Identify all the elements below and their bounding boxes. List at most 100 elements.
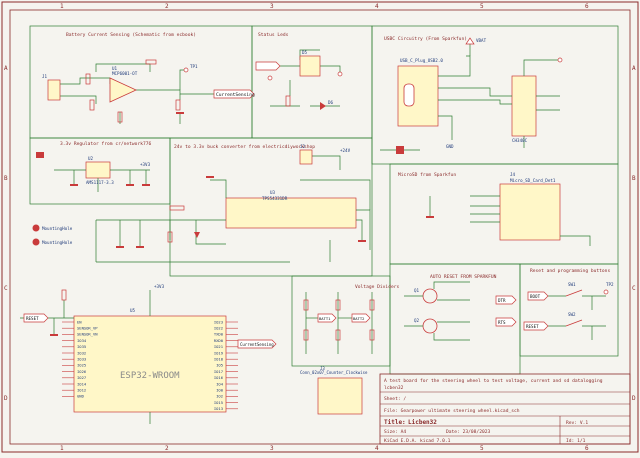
button-labels: SW1 SW2 TP2 BOOT RESET xyxy=(526,282,614,329)
connector-j2-body xyxy=(299,149,313,165)
transistor-q2-icon xyxy=(422,318,438,334)
test-point-tp1-icon xyxy=(183,67,189,73)
esp32-module-body xyxy=(73,315,227,413)
section-buttons-box xyxy=(519,263,619,357)
wire xyxy=(95,63,151,72)
wire xyxy=(438,87,512,97)
wire xyxy=(438,115,453,140)
frame-row-label: D xyxy=(632,395,636,402)
buck-ic-part: TPS54331DR xyxy=(262,196,288,201)
current-sensing-label: CurrentSensing xyxy=(216,92,255,98)
title-block-rev: Rev: V.1 xyxy=(566,420,588,426)
title-block-title: Licben32 xyxy=(408,419,437,426)
capacitor xyxy=(50,334,58,336)
mounting-hole-icon xyxy=(32,224,40,232)
frame-col-label: 3 xyxy=(270,3,274,10)
section-title-status: Status Leds xyxy=(258,32,289,38)
frame-row-label: C xyxy=(632,285,636,292)
connector-j3-ref: J3 xyxy=(320,366,325,371)
p24v-label: +24V xyxy=(340,148,351,153)
capacitor xyxy=(142,184,150,186)
resistor xyxy=(167,231,173,243)
section-boxes xyxy=(29,25,619,375)
section-title-buttons: Reset and programming buttons xyxy=(530,268,610,274)
esp32-pin-label: RXD0 xyxy=(214,338,224,343)
section-title-buck: 24v to 3.3v buck converter from electric… xyxy=(174,144,315,150)
connector-j3-body xyxy=(317,377,363,415)
frame-col-label: 4 xyxy=(375,3,379,10)
sw2-label: SW2 xyxy=(568,312,576,317)
led-d6-icon xyxy=(320,102,326,110)
esp32-pin-label: IO35 xyxy=(77,344,86,349)
tp1-label: TP1 xyxy=(190,64,198,69)
esp32-left-pins: ENSENSOR_VPSENSOR_VNIO34IO35IO32IO33IO25… xyxy=(62,319,98,399)
test-point-icon xyxy=(267,75,273,81)
p3v3-label: +3V3 xyxy=(140,162,151,167)
title-block-id: Id: 1/1 xyxy=(566,438,586,444)
opamp-symbol xyxy=(109,77,137,103)
microsd-labels: Micro_SD_Card_Det1 J4 xyxy=(510,172,556,183)
reg-wires xyxy=(54,169,150,192)
title-block-comment: A test board for the steering wheel to t… xyxy=(384,378,603,384)
wire xyxy=(560,235,591,246)
status-labels: D5 D6 xyxy=(302,50,334,105)
wire xyxy=(136,89,214,95)
wire xyxy=(60,77,96,85)
esp32-pin-label: IO21 xyxy=(214,344,224,349)
esp32-pin-label: SENSOR_VP xyxy=(77,326,98,331)
ch340-body xyxy=(511,75,537,137)
section-battery-box xyxy=(29,25,253,139)
wire xyxy=(300,179,371,210)
global-label-dtr xyxy=(495,295,517,305)
resistor xyxy=(303,299,309,311)
q1-label: Q1 xyxy=(414,288,420,293)
capacitor xyxy=(206,176,214,178)
section-title-dividers: Voltage Dividers xyxy=(355,284,399,290)
frame-col-label: 1 xyxy=(60,445,64,452)
section-dividers-box xyxy=(291,275,391,367)
capacitor-c1 xyxy=(176,112,184,114)
wire xyxy=(433,281,470,289)
wire xyxy=(96,77,111,84)
esp32-pin-label: IO14 xyxy=(77,381,87,386)
esp32-pin-label: IO25 xyxy=(77,363,86,368)
frame-col-label: 2 xyxy=(165,3,169,10)
title-block-project: lcben32 xyxy=(384,385,404,391)
frame-rows-left: A B C D xyxy=(4,65,8,402)
reset-labels: Q1 Q2 DTR RTS xyxy=(414,288,506,325)
wire xyxy=(356,219,363,240)
esp32-pin-label: TXD0 xyxy=(214,332,224,337)
capacitor xyxy=(70,184,78,186)
inner-frame xyxy=(9,9,631,445)
ldo-u2-label: U2 xyxy=(88,156,94,161)
ldo-part-label: AMS1117-3.3 xyxy=(86,180,114,185)
resistor-r4 xyxy=(175,99,181,111)
reset-label: RESET xyxy=(26,316,39,321)
resistor-r5 xyxy=(145,59,157,65)
ch340-label: CH340C xyxy=(512,138,528,143)
opamp-label: U1 xyxy=(112,66,118,71)
frame-col-label: 1 xyxy=(60,3,64,10)
esp32-labels: U5 ESP32-WROOM RESET +3V3 xyxy=(26,284,180,381)
buck-ic-ref: U3 xyxy=(270,190,276,195)
battery-labels: J1 U1 MCP6001-OT TP1 CurrentSensing xyxy=(42,64,255,98)
button-sw2-icon xyxy=(565,319,583,327)
resistor xyxy=(61,289,67,301)
global-label-current-sensing xyxy=(213,89,255,99)
global-label-reset xyxy=(23,313,49,323)
led-d5-label: D5 xyxy=(302,50,308,55)
rts-label: RTS xyxy=(498,320,506,325)
title-block-file: File: Gearpower ultimate steering wheel.… xyxy=(384,408,520,414)
frame-row-label: B xyxy=(632,175,636,182)
sw1-label: SW1 xyxy=(568,282,576,287)
mounting-hole-label: MountingHole xyxy=(42,240,73,245)
title-block-frame xyxy=(379,373,631,445)
frame-col-label: 2 xyxy=(165,445,169,452)
dtr-label: DTR xyxy=(498,298,506,303)
mounting-hole-labels: MountingHole MountingHole xyxy=(42,226,73,245)
batt1-label: BATT1 xyxy=(319,316,331,321)
divider-wires xyxy=(305,292,373,354)
led-d6-label: D6 xyxy=(328,100,334,105)
